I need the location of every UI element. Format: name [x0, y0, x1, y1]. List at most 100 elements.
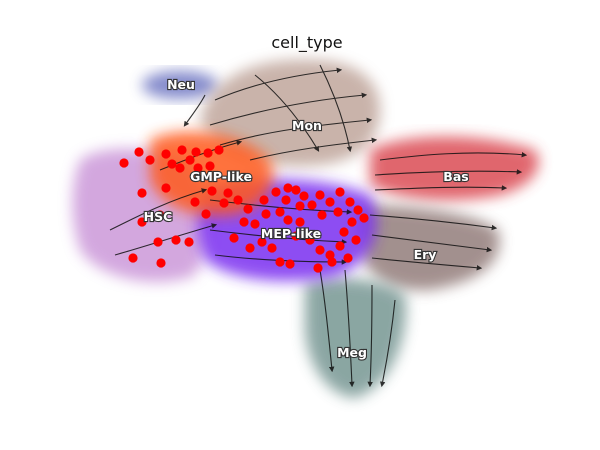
highlight-point — [339, 227, 349, 237]
streamline — [374, 169, 523, 176]
highlight-point — [335, 241, 345, 251]
highlight-point — [299, 191, 309, 201]
highlight-point — [347, 217, 357, 227]
highlight-point — [134, 147, 144, 157]
highlight-point — [257, 237, 267, 247]
highlight-point — [275, 257, 285, 267]
highlight-point — [214, 145, 224, 155]
highlight-point — [191, 147, 201, 157]
cluster-label-meg: Meg — [337, 345, 367, 360]
highlight-point — [184, 237, 194, 247]
plot-title: cell_type — [271, 33, 342, 53]
highlight-point — [153, 237, 163, 247]
cluster-label-ery: Ery — [414, 247, 437, 262]
highlight-point — [345, 197, 355, 207]
highlight-point — [245, 243, 255, 253]
cluster-cloud-bas — [370, 136, 539, 201]
cluster-cloud-ery — [360, 205, 500, 291]
streamline — [344, 269, 355, 388]
highlight-point — [305, 235, 315, 245]
highlight-point — [155, 210, 165, 220]
streamline — [367, 284, 373, 388]
streamline — [249, 137, 378, 161]
cluster-label-mep: MEP-like — [261, 226, 321, 241]
highlight-point — [190, 197, 200, 207]
highlight-point — [250, 219, 260, 229]
highlight-point — [203, 148, 213, 158]
highlight-point — [291, 185, 301, 195]
highlight-point — [128, 253, 138, 263]
streamline — [379, 299, 396, 388]
streamline — [379, 151, 528, 161]
highlight-point — [327, 257, 337, 267]
highlight-point — [261, 209, 271, 219]
highlight-point — [343, 253, 353, 263]
highlight-point — [295, 217, 305, 227]
highlight-point — [291, 231, 301, 241]
highlight-point — [307, 200, 317, 210]
cluster-labels: Neu Mon GMP-like HSC MEP-like Bas Ery Me… — [143, 76, 470, 361]
streamline — [369, 214, 498, 231]
highlight-point — [315, 190, 325, 200]
streamline — [209, 92, 368, 126]
highlight-point — [119, 158, 129, 168]
highlight-point — [137, 188, 147, 198]
streamline — [371, 257, 483, 271]
streamline — [319, 64, 353, 153]
highlight-point — [317, 210, 327, 220]
highlight-point — [267, 243, 277, 253]
highlight-point — [171, 235, 181, 245]
cluster-label-gmp: GMP-like — [190, 169, 252, 184]
highlight-point — [295, 201, 305, 211]
highlight-point — [201, 209, 211, 219]
cluster-label-neu: Neu — [167, 77, 195, 92]
highlight-point — [161, 183, 171, 193]
highlight-point — [275, 207, 285, 217]
highlight-point — [335, 187, 345, 197]
highlight-point — [353, 205, 363, 215]
highlight-point — [315, 245, 325, 255]
cluster-cloud-mon — [200, 59, 380, 167]
highlight-point — [285, 259, 295, 269]
highlight-point — [207, 186, 217, 196]
velocity-streamlines — [109, 64, 528, 388]
highlight-point — [145, 155, 155, 165]
highlight-point — [259, 195, 269, 205]
highlight-point — [325, 197, 335, 207]
cluster-label-bas: Bas — [443, 169, 468, 184]
highlight-point — [185, 155, 195, 165]
highlight-point — [283, 215, 293, 225]
highlight-point — [223, 188, 233, 198]
highlight-point — [313, 263, 323, 273]
highlight-point — [156, 258, 166, 268]
cluster-cloud-meg — [305, 278, 406, 398]
highlight-point — [229, 233, 239, 243]
highlighted-cells — [119, 145, 369, 273]
highlight-point — [281, 195, 291, 205]
highlight-point — [283, 183, 293, 193]
cluster-clouds — [72, 59, 539, 398]
cluster-label-hsc: HSC — [144, 209, 173, 224]
cluster-label-mon: Mon — [292, 118, 322, 133]
highlight-point — [243, 204, 253, 214]
cluster-cloud-neu — [142, 71, 218, 99]
highlight-point — [271, 187, 281, 197]
streamline — [319, 269, 335, 373]
highlight-point — [175, 163, 185, 173]
highlight-point — [167, 159, 177, 169]
highlight-point — [161, 149, 171, 159]
streamline — [114, 223, 218, 256]
highlight-point — [205, 161, 215, 171]
highlight-point — [239, 217, 249, 227]
highlight-point — [219, 198, 229, 208]
streamline — [109, 188, 208, 231]
streamline — [183, 94, 206, 127]
highlight-point — [137, 217, 147, 227]
streamline — [254, 74, 320, 152]
streamline — [371, 234, 493, 253]
streamline — [209, 229, 348, 245]
highlight-point — [351, 235, 361, 245]
highlight-point — [359, 213, 369, 223]
highlight-point — [333, 207, 343, 217]
